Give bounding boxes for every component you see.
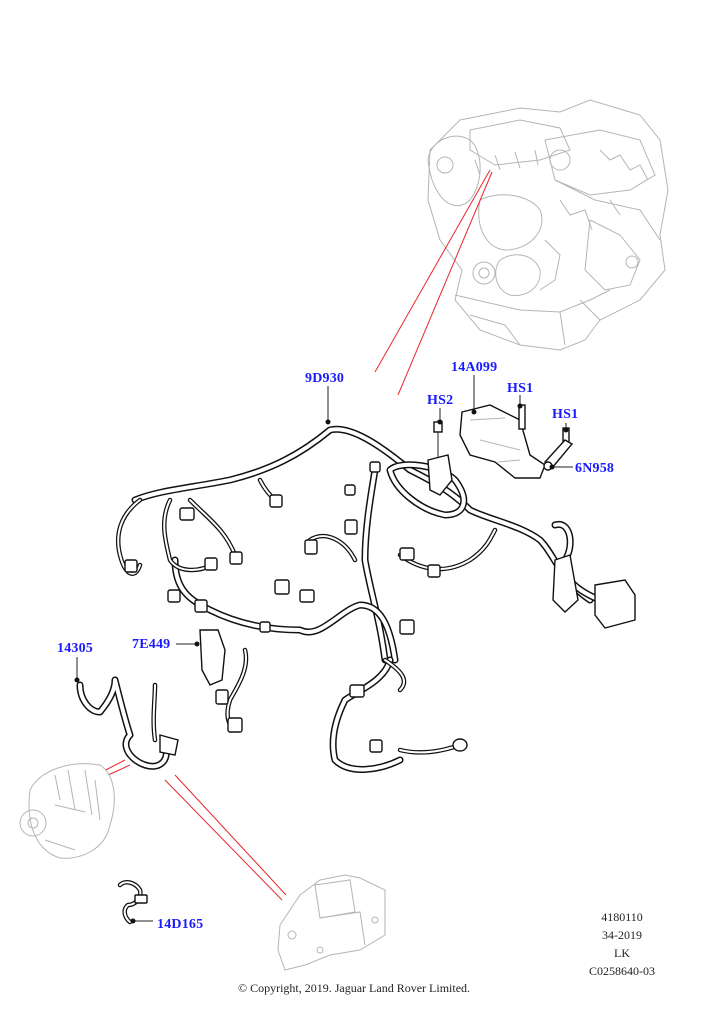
engine-block-illustration <box>427 99 669 351</box>
callout-14a099[interactable]: 14A099 <box>451 360 498 375</box>
callout-7e449[interactable]: 7E449 <box>132 637 171 652</box>
drawing-metadata: 4180110 34-2019 LK C0258640-03 <box>560 908 684 980</box>
callout-9d930[interactable]: 9D930 <box>305 371 345 386</box>
drawing-reference: C0258640-03 <box>589 964 655 978</box>
reference-lines <box>99 169 493 901</box>
callout-hs2[interactable]: HS2 <box>427 393 454 408</box>
alternator-illustration <box>19 763 115 859</box>
hs2-bracket[interactable] <box>427 420 453 496</box>
heat-shield-14a099[interactable] <box>459 404 546 479</box>
harness-connectors <box>124 461 636 753</box>
drawing-date-code: 34-2019 <box>602 928 642 942</box>
callout-leaders <box>74 375 573 924</box>
callout-14d165[interactable]: 14D165 <box>157 917 204 932</box>
bracket-6n958[interactable] <box>543 427 574 471</box>
callout-hs1-upper[interactable]: HS1 <box>507 381 534 396</box>
callout-hs1-lower[interactable]: HS1 <box>552 407 579 422</box>
copyright-notice: © Copyright, 2019. Jaguar Land Rover Lim… <box>237 981 471 995</box>
drawing-number: 4180110 <box>601 910 643 924</box>
starter-motor-illustration <box>277 874 386 971</box>
cable-14d165[interactable] <box>117 880 148 925</box>
callout-14305[interactable]: 14305 <box>57 641 93 656</box>
cable-14305[interactable] <box>76 676 179 770</box>
harness-9d930[interactable] <box>115 425 604 773</box>
callout-6n958[interactable]: 6N958 <box>575 461 615 476</box>
drawing-author-code: LK <box>614 946 630 960</box>
